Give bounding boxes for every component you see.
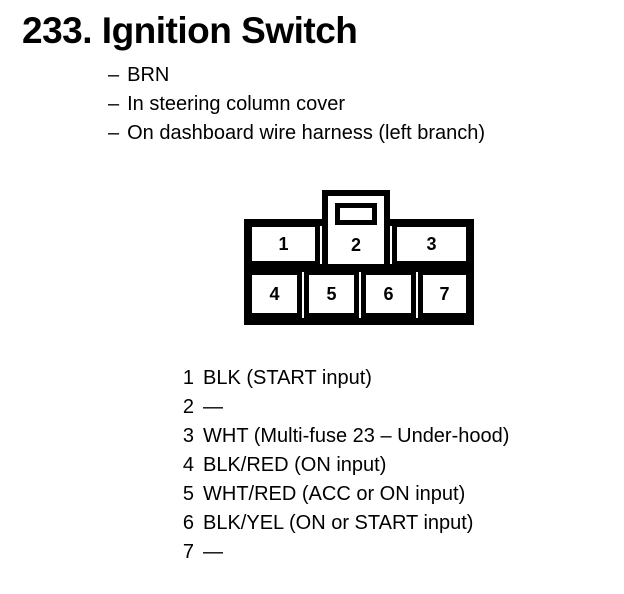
connector-latch-slot [335, 203, 377, 225]
note-wire-color: – BRN [108, 61, 485, 90]
pin-number: 6 [182, 512, 194, 534]
pin-description: — [203, 541, 223, 563]
pin-number: 2 [182, 396, 194, 418]
note-location: – In steering column cover [108, 90, 485, 119]
note-text: In steering column cover [127, 93, 346, 115]
pin-legend-row: 4 BLK/RED (ON input) [130, 451, 509, 480]
pin-cavity-1: 1 [247, 222, 320, 266]
bullet-dash: – [108, 122, 120, 144]
note-text: On dashboard wire harness (left branch) [127, 122, 486, 144]
connector-notes: – BRN – In steering column cover – On da… [108, 61, 485, 148]
pin-legend-row: 2 — [130, 393, 509, 422]
pin-description: BLK/RED (ON input) [203, 454, 387, 476]
pin-cavity-5: 5 [304, 270, 359, 318]
bullet-dash: – [108, 64, 120, 86]
pin-description: BLK (START input) [203, 367, 372, 389]
pin-description: WHT/RED (ACC or ON input) [203, 483, 466, 505]
page-title: 233. Ignition Switch [22, 10, 358, 51]
pin-cavity-6: 6 [361, 270, 416, 318]
pin-number: 3 [182, 425, 194, 447]
pin-legend-row: 1 BLK (START input) [130, 364, 509, 393]
bullet-dash: – [108, 93, 120, 115]
pin-cavity-4: 4 [247, 270, 302, 318]
pin-number: 1 [182, 367, 194, 389]
pin-description: WHT (Multi-fuse 23 – Under-hood) [203, 425, 510, 447]
pin-number: 7 [182, 541, 194, 563]
pin-cavity-3: 3 [392, 222, 471, 266]
pin-number: 4 [182, 454, 194, 476]
connector-diagram: 2 1 3 4 5 6 7 [244, 190, 474, 325]
pin-description: BLK/YEL (ON or START input) [203, 512, 474, 534]
pin-cavity-2: 2 [350, 235, 361, 255]
pin-number: 5 [182, 483, 194, 505]
pin-legend-row: 7 — [130, 538, 509, 567]
pin-description: — [203, 396, 223, 418]
note-harness: – On dashboard wire harness (left branch… [108, 119, 485, 148]
note-text: BRN [127, 64, 170, 86]
connector-row-divider [244, 264, 474, 272]
connector-latch-tab: 2 [322, 190, 390, 268]
pin-legend-row: 3 WHT (Multi-fuse 23 – Under-hood) [130, 422, 510, 451]
pin-legend: 1 BLK (START input) 2 — 3 WHT (Multi-fus… [130, 364, 510, 567]
pin-legend-row: 6 BLK/YEL (ON or START input) [130, 509, 509, 538]
pin-legend-row: 5 WHT/RED (ACC or ON input) [130, 480, 509, 509]
pin-cavity-7: 7 [418, 270, 471, 318]
